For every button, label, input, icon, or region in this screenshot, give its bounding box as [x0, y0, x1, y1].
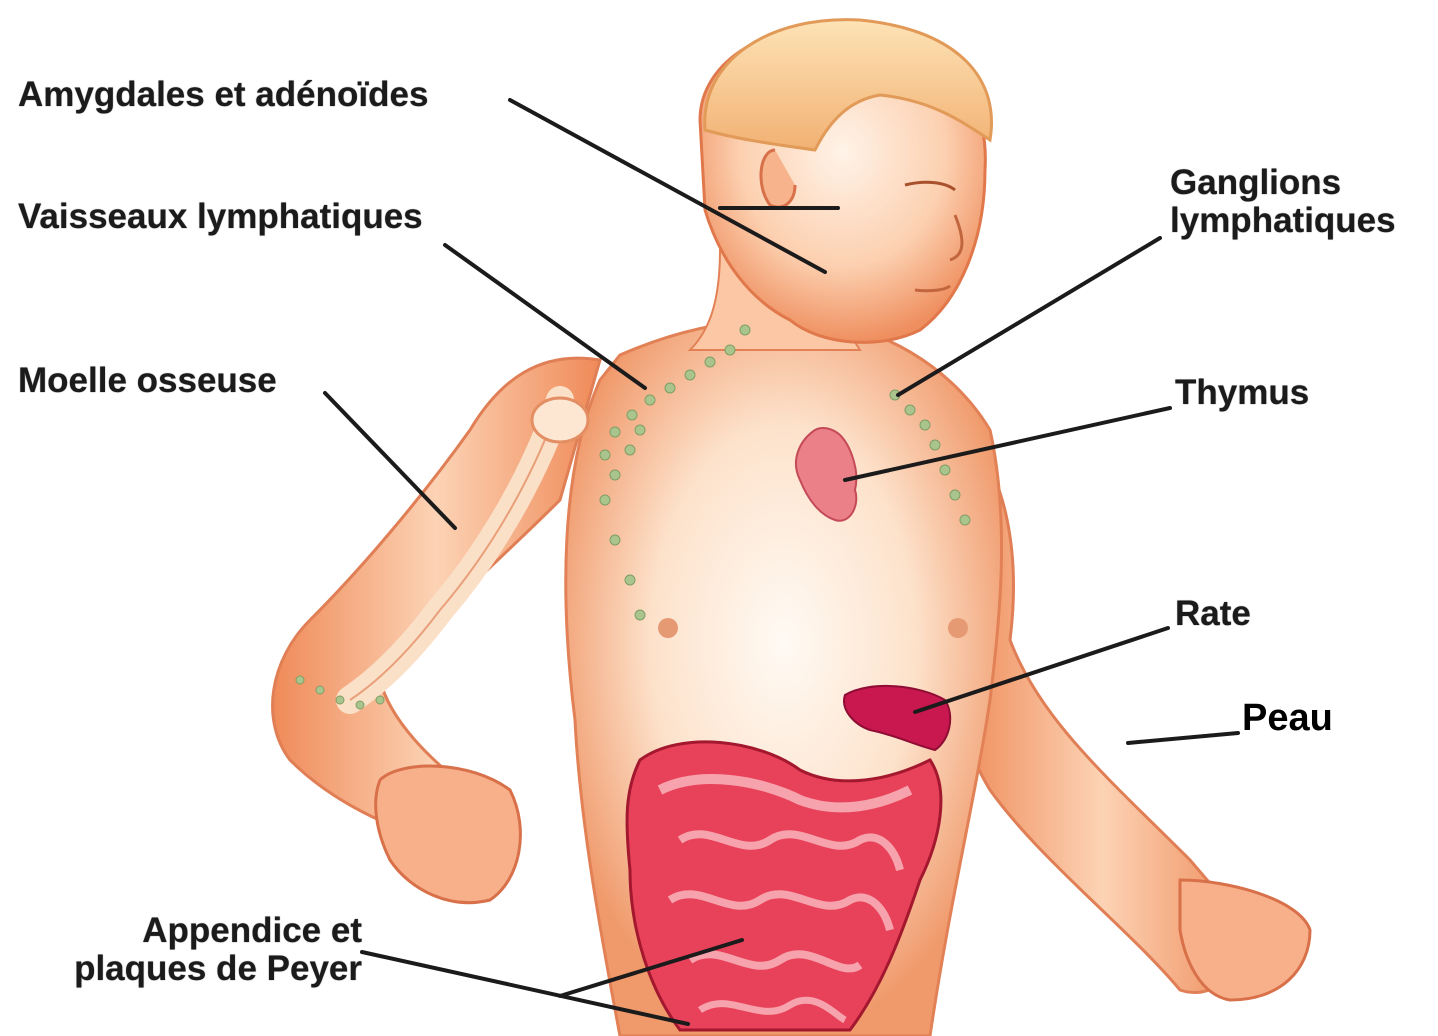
left-fist — [376, 766, 521, 903]
right-fist — [1180, 880, 1310, 1000]
label-appendice-line2: plaques de Peyer — [20, 950, 362, 988]
left-arm — [273, 358, 600, 903]
left-nipple — [658, 618, 678, 638]
label-ganglions-line1: Ganglions — [1170, 164, 1396, 202]
label-amygdales: Amygdales et adénoïdes — [18, 76, 428, 114]
label-vaisseaux-lymphatiques: Vaisseaux lymphatiques — [18, 198, 423, 236]
label-ganglions-line2: lymphatiques — [1170, 202, 1396, 240]
leader-moelle — [325, 393, 455, 528]
label-appendice-line1: Appendice et — [20, 912, 362, 950]
label-moelle-osseuse: Moelle osseuse — [18, 362, 277, 400]
shoulder-joint — [532, 398, 588, 442]
label-thymus: Thymus — [1175, 374, 1309, 412]
leader-peau — [1128, 733, 1238, 743]
label-peau: Peau — [1242, 698, 1333, 739]
label-appendice: Appendice et plaques de Peyer — [20, 912, 362, 988]
right-nipple — [948, 618, 968, 638]
label-rate: Rate — [1175, 595, 1251, 633]
label-ganglions: Ganglions lymphatiques — [1170, 164, 1396, 240]
